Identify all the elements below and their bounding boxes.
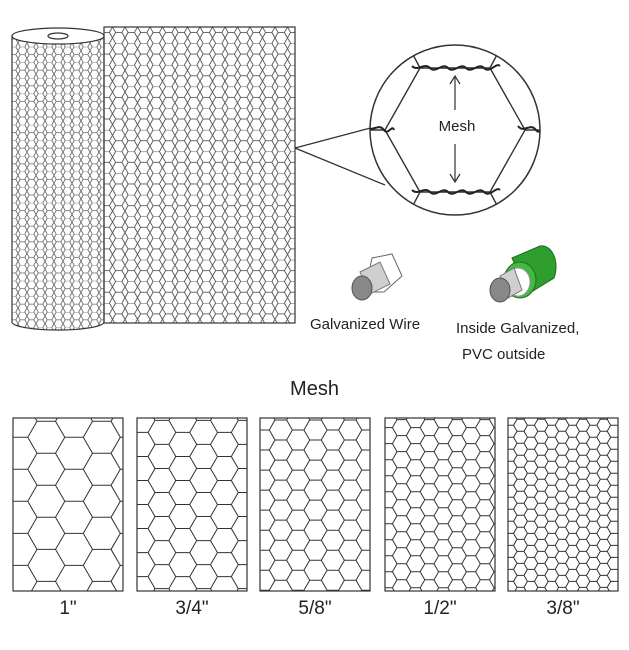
mesh-size-label-1-2: 1/2" bbox=[423, 598, 457, 619]
mesh-panel-1 bbox=[12, 417, 124, 592]
mesh-dimension-arrow bbox=[449, 74, 461, 184]
mesh-size-samples bbox=[12, 417, 619, 592]
mesh-panel-3-4 bbox=[136, 417, 248, 592]
galvanized-wire-icon bbox=[351, 253, 403, 301]
mesh-size-label-3-4: 3/4" bbox=[175, 598, 209, 619]
mesh-panel-frame bbox=[384, 417, 496, 592]
hexagon-grid bbox=[13, 418, 123, 591]
mesh-size-label-1: 1" bbox=[59, 598, 77, 619]
pvc-wire-label: Inside Galvanized, PVC outside bbox=[456, 316, 579, 368]
mesh-panel-3-8 bbox=[507, 417, 619, 592]
wire-netting-roll bbox=[11, 26, 296, 331]
unrolled-mesh-panel bbox=[103, 26, 296, 324]
pvc-coated-wire-icon bbox=[489, 245, 557, 303]
callout-pointer bbox=[294, 125, 386, 186]
roll-cylinder bbox=[11, 35, 105, 331]
mesh-panel-frame bbox=[136, 417, 248, 592]
galvanized-wire-label-line-1: Galvanized Wire bbox=[310, 316, 421, 333]
hexagon-grid bbox=[260, 418, 370, 591]
roll-core-hole bbox=[47, 32, 69, 40]
mesh-size-label-3-8: 3/8" bbox=[546, 598, 580, 619]
mesh-panel-5-8 bbox=[259, 417, 371, 592]
callout-mesh-label: Mesh bbox=[439, 118, 476, 135]
mesh-panel-frame bbox=[12, 417, 124, 592]
pvc-wire-label-line-2: PVC outside bbox=[462, 346, 546, 363]
mesh-section-title: Mesh bbox=[290, 378, 339, 400]
mesh-size-label-5-8: 5/8" bbox=[298, 598, 332, 619]
hexagon-grid bbox=[385, 418, 495, 591]
galvanized-wire-label: Galvanized Wire bbox=[310, 316, 420, 333]
mesh-panel-frame bbox=[507, 417, 619, 592]
mesh-panel-frame bbox=[259, 417, 371, 592]
hexagon-grid bbox=[508, 418, 618, 591]
mesh-zoom-callout: Mesh bbox=[294, 44, 541, 216]
pvc-wire-label-line-1: Inside Galvanized, bbox=[456, 320, 580, 337]
mesh-panel-1-2 bbox=[384, 417, 496, 592]
hexagon-grid bbox=[137, 418, 247, 591]
